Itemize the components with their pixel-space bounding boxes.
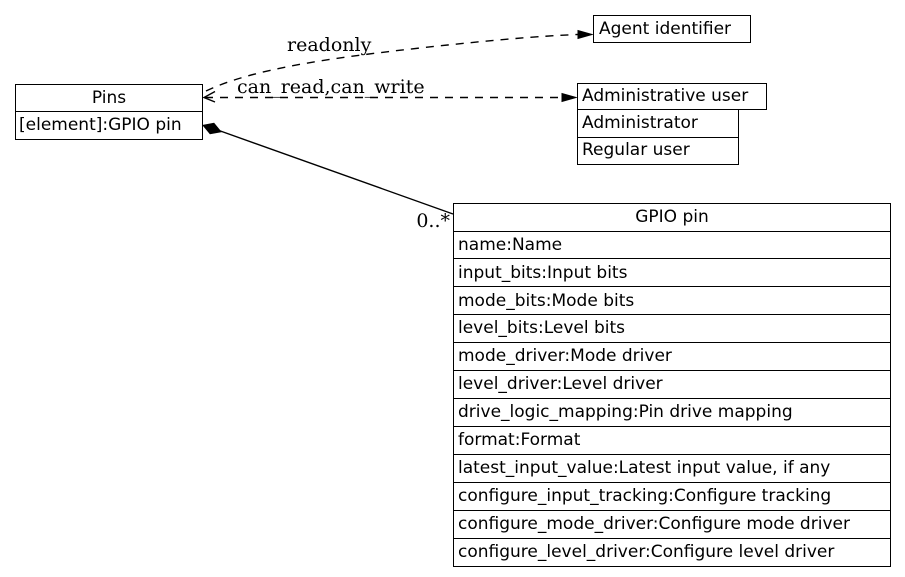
attribute-row: configure_input_tracking:Configure track…	[454, 482, 890, 510]
gpio-pin-title: GPIO pin	[635, 206, 709, 227]
value-row: Administrator	[582, 112, 698, 133]
edge-label-can-read-write: can_read,can_write	[237, 76, 425, 98]
value-row: Regular user	[578, 136, 738, 165]
node-agent-identifier: Agent identifier	[593, 15, 751, 43]
attribute-row: latest_input_value:Latest input value, i…	[454, 454, 890, 482]
node-pins: Pins [element]:GPIO pin	[15, 84, 203, 140]
attribute-row: mode_driver:Mode driver	[454, 342, 890, 370]
administrative-user-title: Administrative user	[582, 86, 749, 107]
node-administrative-user: Administrative user	[577, 83, 767, 110]
composition-diamond-icon	[202, 122, 222, 135]
pins-vee-arrowhead-icon	[202, 90, 216, 103]
attribute-row: format:Format	[454, 426, 890, 454]
attribute-row: level_bits:Level bits	[454, 314, 890, 342]
attribute-row: level_driver:Level driver	[454, 370, 890, 398]
attribute-row: mode_bits:Mode bits	[454, 286, 890, 314]
attribute-row: name:Name	[454, 230, 890, 259]
agent-identifier-title: Agent identifier	[599, 18, 732, 39]
attribute-row: configure_level_driver:Configure level d…	[454, 537, 890, 566]
readonly-edge-line	[205, 33, 579, 92]
multiplicity-label: 0..*	[416, 210, 450, 232]
pins-attribute-row: [element]:GPIO pin	[16, 111, 202, 138]
readonly-arrowhead-icon	[577, 29, 594, 40]
edge-label-readonly: readonly	[287, 34, 372, 56]
attribute-row: drive_logic_mapping:Pin drive mapping	[454, 398, 890, 426]
pins-title: Pins	[91, 87, 127, 108]
composition-edge-line	[218, 129, 454, 215]
can-read-write-arrowhead-icon	[561, 92, 578, 103]
attribute-row: configure_mode_driver:Configure mode dri…	[454, 510, 890, 538]
attribute-row: input_bits:Input bits	[454, 258, 890, 286]
